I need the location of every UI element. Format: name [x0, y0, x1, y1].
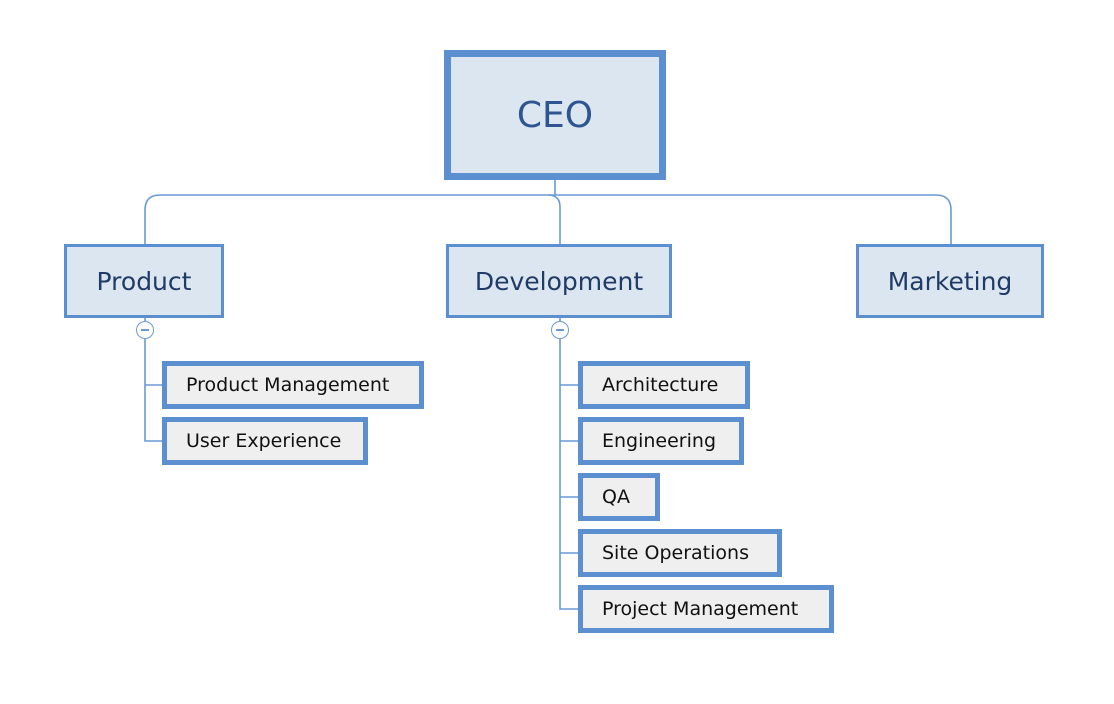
org-node-qa[interactable]: QA [578, 473, 660, 521]
connector-product-spine [144, 339, 162, 442]
org-node-project-management[interactable]: Project Management [578, 585, 834, 633]
org-node-user-experience[interactable]: User Experience [162, 417, 368, 465]
org-node-engineering[interactable]: Engineering [578, 417, 744, 465]
org-node-product-management[interactable]: Product Management [162, 361, 424, 409]
connector-to-marketing [935, 194, 952, 244]
minus-circle-icon [556, 329, 564, 331]
connector-to-development [547, 194, 561, 244]
org-node-product[interactable]: Product [64, 244, 224, 318]
org-node-development[interactable]: Development [446, 244, 672, 318]
org-node-ceo[interactable]: CEO [444, 50, 666, 180]
minus-circle-icon [141, 329, 149, 331]
org-node-architecture[interactable]: Architecture [578, 361, 750, 409]
collapse-product-button[interactable] [136, 321, 154, 339]
connector-to-product [144, 194, 161, 244]
connector-development-spine [559, 339, 578, 610]
collapse-development-button[interactable] [551, 321, 569, 339]
org-node-marketing[interactable]: Marketing [856, 244, 1044, 318]
org-node-site-operations[interactable]: Site Operations [578, 529, 782, 577]
